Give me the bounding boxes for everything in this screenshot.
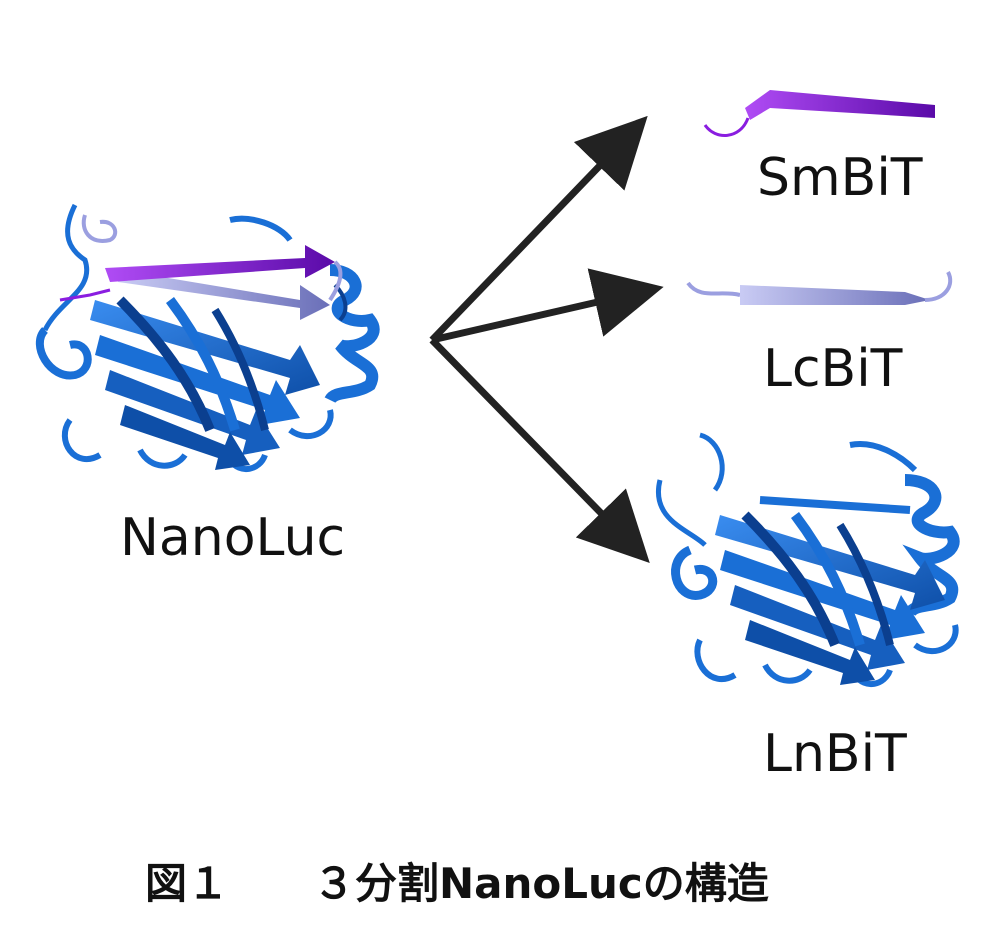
split-arrows	[429, 115, 664, 564]
figure-caption: 図１ ３分割NanoLucの構造	[145, 859, 769, 908]
lnbit-structure-icon	[655, 432, 960, 687]
smbit-structure-icon	[703, 90, 935, 137]
nanoluc-structure-icon	[35, 203, 380, 472]
lcbit-label: LcBiT	[763, 339, 903, 399]
smbit-label: SmBiT	[757, 148, 923, 208]
nanoluc-label: NanoLuc	[120, 508, 346, 568]
lcbit-structure-icon	[686, 271, 953, 305]
lnbit-label: LnBiT	[763, 724, 907, 784]
